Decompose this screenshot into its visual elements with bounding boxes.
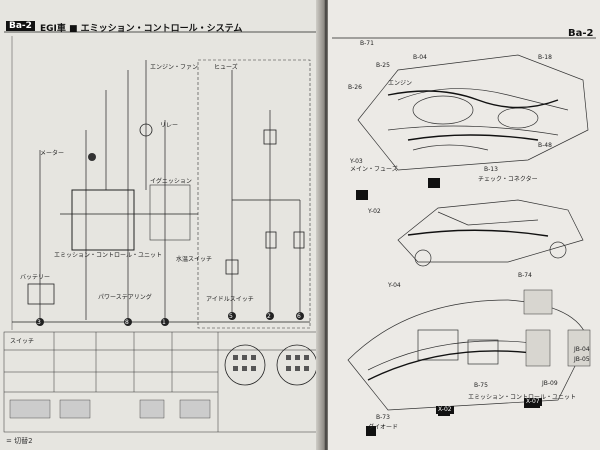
- vehicle-harness-drawing: [332, 37, 596, 436]
- ref-label: B-26: [348, 84, 362, 91]
- label-idle-switch: アイドルスイッチ: [206, 296, 254, 303]
- label-emission-unit: エミッション・コントロール・ユニット: [54, 252, 163, 259]
- ground-number: 6: [297, 313, 301, 320]
- ref-label: B-75: [474, 382, 488, 389]
- label-water-temp: 水温スイッチ: [176, 256, 213, 263]
- label-meter: メーター: [40, 150, 65, 157]
- caption-emission-unit: エミッション・コントロール・ユニット: [468, 394, 577, 401]
- caption-engine: エンジン: [388, 80, 413, 87]
- ground-number: 8: [125, 319, 129, 326]
- ref-label: JB-05: [574, 356, 590, 363]
- label-engine-fan: エンジン・ファン: [150, 64, 199, 71]
- caption-main-fuse: メイン・フューズ: [350, 166, 398, 173]
- ref-tag: X-02: [436, 406, 454, 414]
- ref-label: B-71: [360, 40, 374, 47]
- label-fuse: ヒューズ: [214, 64, 238, 71]
- ref-label: Y-03: [350, 158, 363, 165]
- label-power-steering: パワーステアリング: [98, 294, 152, 301]
- section-tag: Ba-2: [6, 21, 35, 31]
- ref-tag: X-07: [524, 398, 542, 406]
- ref-label: B-74: [518, 272, 532, 279]
- label-ignition: イグニッション: [150, 178, 192, 185]
- label-battery: バッテリー: [20, 274, 51, 281]
- label-relay: リレー: [160, 122, 179, 129]
- ref-label: Y-04: [388, 282, 401, 289]
- ref-label: B-25: [376, 62, 390, 69]
- ground-number: 1: [162, 319, 166, 326]
- ground-number: 3: [37, 319, 41, 326]
- ref-label: B-04: [413, 54, 427, 61]
- left-page: Ba-2 EGI車 ■ エミッション・コントロール・システム エンジン・ファン …: [0, 0, 322, 450]
- ground-number: 5: [229, 313, 233, 320]
- caption-diode: ダイオード: [368, 424, 399, 431]
- page-title: EGI車 ■ エミッション・コントロール・システム: [40, 24, 243, 34]
- section-tag: Ba-2: [568, 28, 594, 39]
- wiring-diagram: [3, 31, 319, 433]
- ref-label: B-73: [376, 414, 390, 421]
- ref-label: B-48: [538, 142, 552, 149]
- ref-label: JB-04: [574, 346, 590, 353]
- label-switch-box: スイッチ: [10, 338, 35, 345]
- ref-label: Y-02: [368, 208, 381, 215]
- ref-label: B-18: [538, 54, 552, 61]
- ground-number: 2: [267, 313, 271, 320]
- caption-check-connector: チェック・コネクター: [478, 176, 538, 183]
- ref-label: B-13: [484, 166, 498, 173]
- page-footer: = 切替2: [6, 437, 33, 445]
- ref-label: JB-09: [542, 380, 558, 387]
- right-page: Ba-2 B-71 B-04 B-25 B-18 B-26 B-48 Y-03 …: [328, 0, 600, 450]
